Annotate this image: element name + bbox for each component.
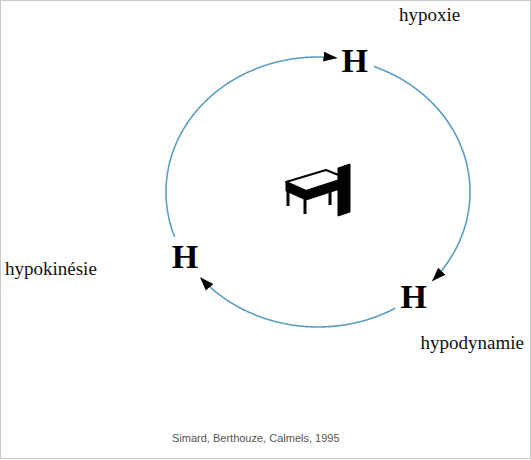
- caption: Simard, Berthouze, Calmels, 1995: [172, 432, 340, 444]
- cycle-node: Hhypodynamie: [398, 280, 428, 314]
- cycle-node: Hhypokinésie: [170, 240, 200, 274]
- bed-icon: [286, 164, 350, 216]
- bed-leg: [304, 199, 307, 214]
- bed-leg: [287, 191, 290, 206]
- cycle-arrow: [201, 278, 395, 327]
- node-letter: H: [172, 240, 198, 274]
- cycle-arrow: [166, 57, 337, 237]
- node-label: hypoxie: [398, 4, 461, 26]
- cycle-node: Hhypoxie: [340, 44, 370, 78]
- node-letter: H: [342, 44, 368, 78]
- bed-leg: [329, 192, 332, 205]
- bed-headboard: [338, 164, 350, 216]
- node-label: hypodynamie: [420, 332, 525, 354]
- cycle-arrow: [374, 66, 470, 280]
- node-label: hypokinésie: [4, 258, 98, 280]
- node-letter: H: [400, 280, 426, 314]
